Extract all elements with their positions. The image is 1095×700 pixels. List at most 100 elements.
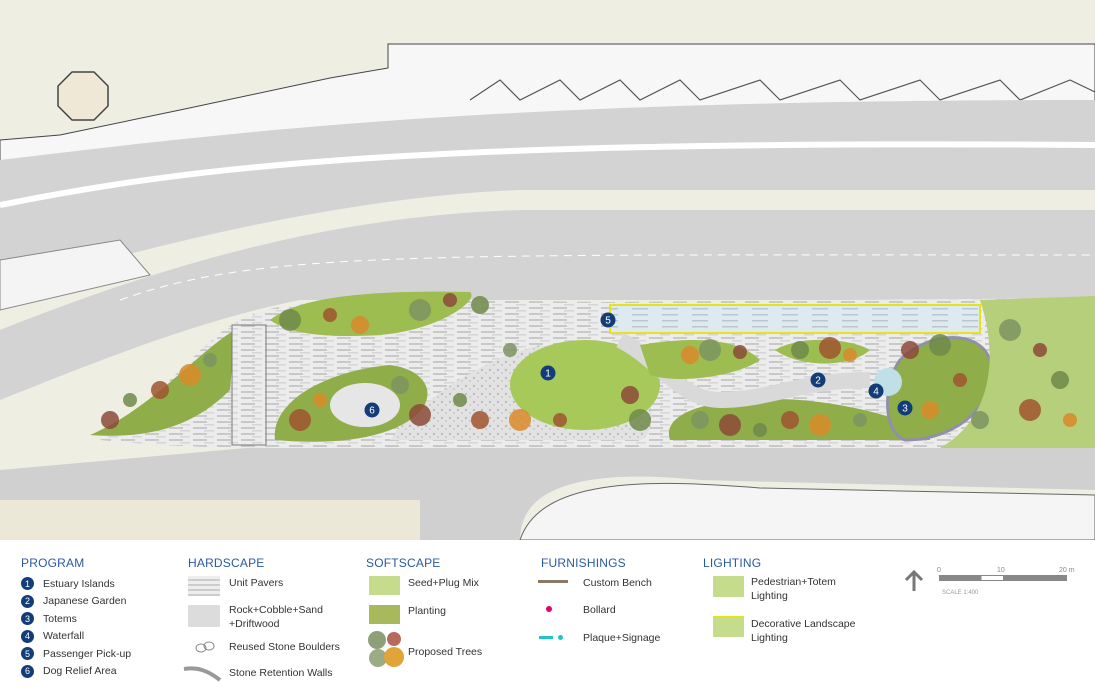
tree — [509, 409, 531, 431]
tree — [503, 343, 517, 357]
plaque-icon — [558, 635, 563, 640]
tree — [289, 409, 311, 431]
tree — [203, 353, 217, 367]
program-marker-6: 6 — [364, 402, 380, 418]
tree — [351, 316, 369, 334]
program-label: Japanese Garden — [43, 595, 127, 608]
lane-line — [119, 254, 1095, 301]
tree — [391, 376, 409, 394]
marker-circle — [868, 383, 884, 399]
scale-tick-20: 20 m — [1059, 567, 1075, 574]
tree — [1051, 371, 1069, 389]
marker-circle — [364, 402, 380, 418]
program-number-badge: 1 — [21, 577, 34, 591]
marker-circle — [600, 312, 616, 328]
tree — [1033, 343, 1047, 357]
tree — [791, 341, 809, 359]
tree — [719, 414, 741, 436]
tree — [313, 393, 327, 407]
trees-icon — [368, 631, 404, 667]
marker-number: 5 — [605, 316, 611, 327]
road-median — [0, 141, 1095, 208]
tree — [443, 293, 457, 307]
boulders-icon — [195, 641, 215, 653]
program-number-badge: 4 — [21, 629, 34, 643]
tree — [1063, 413, 1077, 427]
retention-wall-icon — [183, 666, 222, 682]
marker-number: 6 — [369, 406, 375, 417]
program-item: 5 Passenger Pick-up — [21, 645, 131, 663]
legend-plaque-signage: Plaque+Signage — [583, 632, 661, 644]
program-marker-1: 1 — [540, 365, 556, 381]
scale-tick-10: 10 — [997, 567, 1005, 574]
tree — [629, 409, 651, 431]
cobble-swatch — [188, 605, 220, 627]
program-item: 1 Estuary Islands — [21, 575, 131, 593]
legend-program: PROGRAM 1 Estuary Islands 2 Japanese Garden… — [21, 556, 131, 680]
legend-bollard: Bollard — [583, 604, 616, 616]
legend-furnishings-title: FURNISHINGS — [541, 556, 626, 570]
road-south — [0, 210, 1095, 400]
program-item: 4 Waterfall — [21, 628, 131, 646]
tree — [123, 393, 137, 407]
marker-number: 3 — [902, 404, 908, 415]
legend-lighting: LIGHTING Pedestrian+Totem Lighting Decor… — [703, 556, 883, 696]
legend-lighting-2: Lighting — [751, 632, 788, 644]
tree — [323, 308, 337, 322]
program-number-badge: 5 — [21, 647, 34, 661]
bollard-icon — [546, 606, 552, 612]
tree — [971, 411, 989, 429]
tree — [901, 341, 919, 359]
program-label: Dog Relief Area — [43, 665, 117, 678]
tree — [999, 319, 1021, 341]
unit-pavers-swatch — [188, 576, 220, 596]
tree — [853, 413, 867, 427]
legend-hardscape-title: HARDSCAPE — [188, 556, 265, 570]
planting-west — [90, 330, 235, 436]
tree — [151, 381, 169, 399]
octagon-kiosk — [57, 71, 109, 121]
dog-relief-area — [330, 383, 400, 427]
program-marker-3: 3 — [897, 400, 913, 416]
legend-planting: Planting — [408, 605, 446, 617]
tree — [179, 364, 201, 386]
legend-decorative-landscape: Decorative Landscape — [751, 618, 856, 630]
tree — [471, 296, 489, 314]
program-marker-4: 4 — [868, 383, 884, 399]
crosswalk — [231, 324, 267, 446]
program-label: Waterfall — [43, 630, 85, 643]
seed-plug-swatch — [369, 576, 400, 595]
pedestrian-light-swatch — [713, 576, 744, 597]
legend-program-title: PROGRAM — [21, 556, 85, 570]
north-arrow-icon — [904, 569, 924, 591]
tree — [691, 411, 709, 429]
tree — [1019, 399, 1041, 421]
tree — [409, 404, 431, 426]
legend-hardscape: HARDSCAPE Unit Pavers Rock+Cobble+Sand +… — [183, 556, 358, 696]
program-number-badge: 2 — [21, 594, 34, 608]
legend-driftwood: +Driftwood — [229, 618, 280, 630]
totem-garden — [886, 336, 993, 442]
pickup-lane — [609, 304, 981, 334]
legend-lighting-1: Lighting — [751, 590, 788, 602]
signage-icon — [539, 636, 553, 639]
sidewalk-south — [519, 482, 1095, 540]
tree — [409, 299, 431, 321]
tree — [921, 401, 939, 419]
legend-retention-walls: Stone Retention Walls — [229, 667, 333, 679]
legend-boulders: Reused Stone Boulders — [229, 641, 340, 653]
tree — [809, 414, 831, 436]
program-label: Estuary Islands — [43, 577, 115, 590]
tree — [681, 346, 699, 364]
planting-east-north — [640, 340, 760, 380]
tree — [929, 334, 951, 356]
legend-rock-cobble: Rock+Cobble+Sand — [229, 604, 323, 616]
legend-lighting-title: LIGHTING — [703, 556, 762, 570]
tree — [101, 411, 119, 429]
program-label: Passenger Pick-up — [43, 647, 132, 660]
tree — [733, 345, 747, 359]
estuary-island-lawn — [510, 340, 660, 430]
scale-label: SCALE 1:400 — [942, 590, 979, 596]
